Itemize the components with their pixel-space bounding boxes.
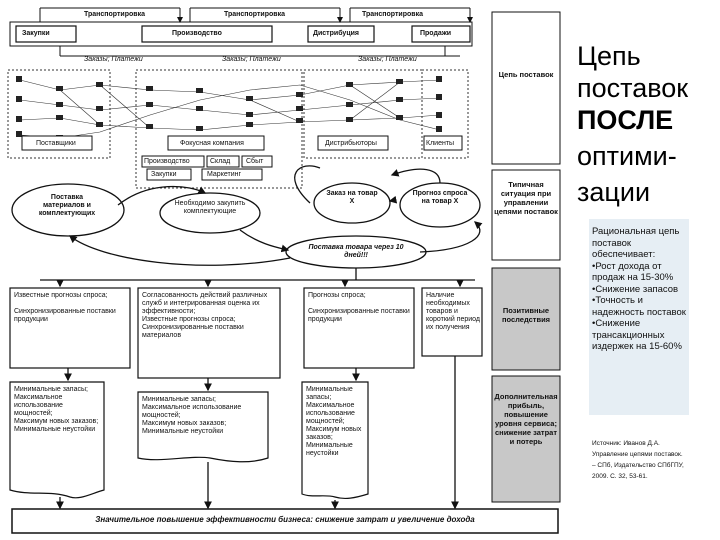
title-line-5: зации <box>577 177 651 207</box>
column-3-bottom: Минимальные запасы; Максимальное использ… <box>306 386 362 457</box>
function-sales: Сбыт <box>246 158 264 165</box>
side-label-positive: Позитивные последствия <box>501 306 551 324</box>
document-shapes <box>9 381 369 500</box>
oval-delivery-text: Поставка товара через 10 дней!!! <box>308 244 404 259</box>
side-label-typical: Типичная ситуация при управлении цепями … <box>494 180 558 216</box>
title-line-1: Цепь <box>577 41 641 71</box>
network-links <box>19 79 441 139</box>
function-marketing: Маркетинг <box>207 171 242 178</box>
info-item: •Снижение трансакционных издержек на 15-… <box>592 318 682 352</box>
down-arrows <box>64 368 360 392</box>
network-frame <box>7 69 469 189</box>
title-line-4: оптими- <box>577 141 677 171</box>
result-box <box>11 508 559 534</box>
network-clients: Клиенты <box>426 140 455 147</box>
flow-label-3: Заказы; Платежи <box>358 56 417 63</box>
result-text: Значительное повышение эффективности биз… <box>95 515 475 524</box>
info-item: •Снижение запасов <box>592 283 679 295</box>
ovals <box>11 182 481 269</box>
column-3-top: Прогнозы спроса; Синхронизированные пост… <box>308 292 410 323</box>
transport-label-3: Транспортировка <box>362 11 423 18</box>
column-4-top: Наличие необходимых товаров и короткий п… <box>426 292 481 331</box>
network-suppliers: Поставщики <box>36 140 76 147</box>
network-focus-company: Фокусная компания <box>180 140 244 147</box>
source-citation: Источник: Иванов Д.А. Управление цепями … <box>592 440 684 480</box>
info-item: •Точность и надежность поставок <box>592 295 686 318</box>
stage-distribution: Дистрибуция <box>313 30 360 37</box>
oval-need-text: Необходимо закупить комплектующие <box>174 200 246 215</box>
info-heading: Рациональная цепь поставок обеспечивает: <box>592 226 680 260</box>
oval-supply-text: Поставка материалов и комплектующих <box>38 194 96 217</box>
oval-order-text: Заказ на товар Х <box>326 190 378 205</box>
flow-label-1: Заказы; Платежи <box>84 56 143 63</box>
info-item: •Рост дохода от продаж на 15-30% <box>592 260 674 284</box>
oval-forecast-text: Прогноз спроса на товар Х <box>412 190 468 205</box>
column-2-top: Согласованность действий различных служб… <box>142 292 268 339</box>
transport-label-1: Транспортировка <box>84 11 145 18</box>
column-2-bottom: Минимальные запасы; Максимальное использ… <box>142 396 242 435</box>
column-1-bottom: Минимальные запасы; Максимальное использ… <box>14 386 99 433</box>
network-label-boxes <box>21 135 463 181</box>
side-label-chain: Цепь поставок <box>498 70 554 79</box>
network-icons <box>16 76 442 140</box>
function-production: Производство <box>144 158 190 165</box>
network-distributors: Дистрибьюторы <box>325 140 377 147</box>
result-arrows <box>56 356 459 510</box>
stage-production: Производство <box>172 30 222 37</box>
stage-purchasing: Закупки <box>22 30 50 37</box>
info-panel <box>589 219 689 415</box>
stage-boxes <box>15 25 471 43</box>
info-text: Рациональная цепь поставок обеспечивает:… <box>592 226 688 353</box>
flow-label-2: Заказы; Платежи <box>222 56 281 63</box>
column-1-top: Известные прогнозы спроса; Синхронизиров… <box>14 292 116 323</box>
column-boxes <box>9 287 483 379</box>
function-warehouse: Склад <box>210 158 231 165</box>
title-line-2: поставок <box>577 73 689 103</box>
stage-sales: Продажи <box>420 30 452 37</box>
transport-label-2: Транспортировка <box>224 11 285 18</box>
transport-frame <box>9 7 473 57</box>
side-boxes <box>491 11 561 503</box>
side-label-extra: Дополнительная прибыль, повышение уровня… <box>494 392 558 446</box>
flow-arrows <box>40 165 483 288</box>
function-purchasing: Закупки <box>151 171 177 178</box>
title-line-3: ПОСЛЕ <box>577 105 674 135</box>
